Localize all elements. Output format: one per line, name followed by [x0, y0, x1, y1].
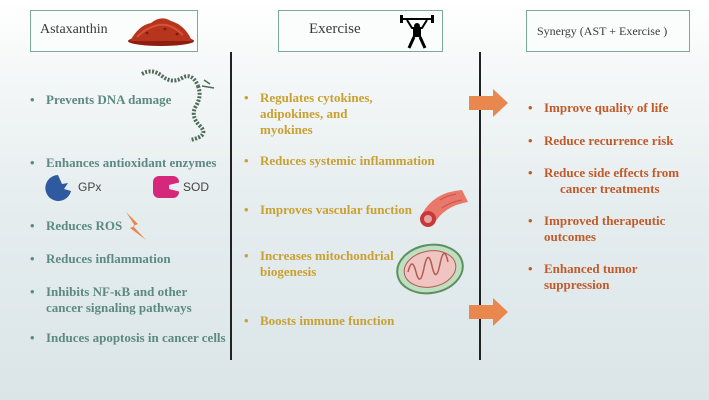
list-item: Reduces ROS — [30, 218, 240, 234]
list-item: Enhances antioxidant enzymes — [30, 155, 240, 171]
mitochondrion-icon — [396, 243, 464, 295]
dna-helix-icon — [140, 69, 215, 142]
blood-vessel-icon — [420, 190, 468, 227]
exercise-title: Exercise — [309, 21, 361, 37]
synergy-title: Synergy (AST + Exercise ) — [537, 24, 668, 38]
exercise-header: Exercise — [278, 10, 443, 52]
divider-left — [230, 52, 232, 360]
lightning-icon — [126, 212, 146, 240]
list-item: Inhibits NF-κB and other cancer signalin… — [30, 284, 215, 316]
synergy-header: Synergy (AST + Exercise ) — [526, 10, 690, 52]
list-item: Improved therapeutic outcomes — [528, 213, 678, 245]
enzyme-sod-label: SOD — [183, 180, 210, 194]
list-item: Increases mitochondrial biogenesis — [244, 248, 404, 280]
list-item: Induces apoptosis in cancer cells — [30, 330, 230, 346]
list-item: Reduces systemic inflammation — [244, 153, 459, 169]
astaxanthin-header: Astaxanthin — [30, 10, 198, 52]
list-item: Reduce recurrence risk — [528, 133, 698, 149]
enzyme-gpx-label: GPx — [78, 180, 102, 194]
list-item: Reduces inflammation — [30, 251, 240, 267]
list-item: Improve quality of life — [528, 100, 698, 116]
list-item: Prevents DNA damage — [30, 92, 240, 108]
arrow-right-icon — [469, 298, 508, 326]
astaxanthin-title: Astaxanthin — [40, 22, 108, 37]
arrow-right-icon — [469, 89, 508, 117]
enzyme-sod-icon — [153, 176, 181, 198]
list-item: Boosts immune function — [244, 313, 434, 329]
astaxanthin-powder-icon — [128, 18, 194, 46]
weightlifter-icon — [400, 15, 434, 49]
enzyme-gpx-icon — [45, 175, 71, 201]
list-item: Improves vascular function — [244, 202, 434, 218]
list-item: Regulates cytokines, adipokines, and myo… — [244, 90, 394, 138]
list-item: Enhanced tumor suppression — [528, 261, 668, 293]
divider-right — [479, 52, 481, 360]
